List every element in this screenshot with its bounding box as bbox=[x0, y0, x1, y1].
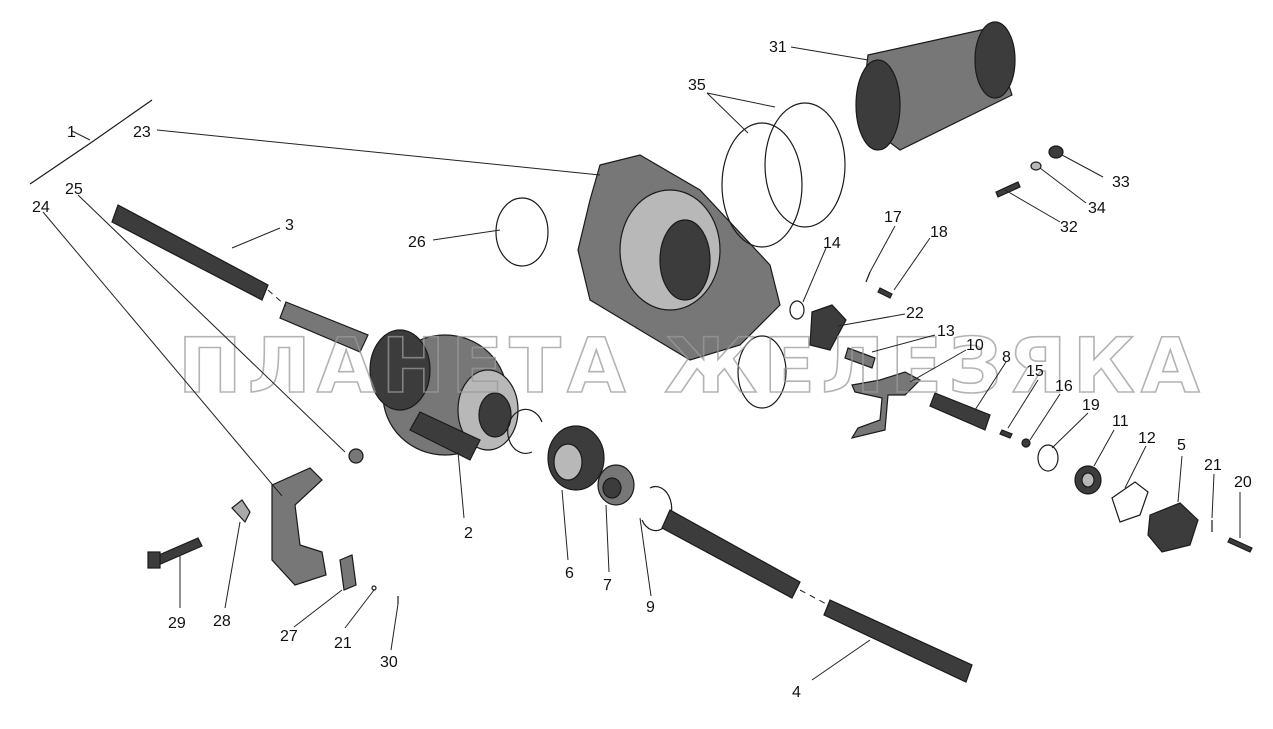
part-21-pin-left bbox=[371, 585, 377, 591]
callout-16: 16 bbox=[1055, 378, 1073, 395]
callout-21-right: 21 bbox=[1204, 457, 1222, 474]
part-13-spring bbox=[844, 347, 876, 369]
part-5-cover bbox=[1147, 502, 1199, 553]
callout-19: 19 bbox=[1082, 397, 1100, 414]
callout-1: 1 bbox=[67, 124, 76, 141]
part-9-snap-ring-left bbox=[507, 408, 543, 454]
part-24-bearing-cap bbox=[271, 467, 327, 586]
part-23-housing bbox=[577, 154, 781, 361]
callout-3: 3 bbox=[285, 217, 294, 234]
callout-17: 17 bbox=[884, 209, 902, 226]
callout-21-left: 21 bbox=[334, 635, 352, 652]
watermark-text: ПЛАНЕТА ЖЕЛЕЗЯКА bbox=[178, 321, 1206, 410]
callout-14: 14 bbox=[823, 235, 841, 252]
callout-15: 15 bbox=[1026, 363, 1044, 380]
part-12-gasket bbox=[1111, 481, 1149, 523]
callout-23: 23 bbox=[133, 124, 151, 141]
callout-30: 30 bbox=[380, 654, 398, 671]
part-2-differential-carrier bbox=[369, 329, 519, 461]
callout-11: 11 bbox=[1112, 413, 1129, 430]
callout-6: 6 bbox=[565, 565, 574, 582]
part-16-ball bbox=[1021, 438, 1031, 448]
callout-2: 2 bbox=[464, 525, 473, 542]
part-14-o-ring bbox=[789, 300, 805, 320]
part-10-shift-fork bbox=[850, 371, 921, 439]
part-32-pin bbox=[995, 181, 1021, 198]
part-26-seal-ring bbox=[495, 197, 549, 267]
callout-13: 13 bbox=[937, 323, 955, 340]
callout-26: 26 bbox=[408, 234, 426, 251]
callout-7: 7 bbox=[603, 577, 612, 594]
part-7-bearing bbox=[597, 464, 635, 506]
part-1-rod bbox=[29, 99, 153, 185]
part-4-half-shaft bbox=[661, 509, 973, 683]
callout-32: 32 bbox=[1060, 219, 1078, 236]
callout-29: 29 bbox=[168, 615, 186, 632]
part-6-bearing-ring bbox=[547, 425, 605, 491]
part-34-washer bbox=[1030, 161, 1042, 171]
callout-24: 24 bbox=[32, 199, 50, 216]
part-35-gaskets bbox=[721, 102, 846, 248]
callout-18: 18 bbox=[930, 224, 948, 241]
part-11-bearing bbox=[1074, 465, 1102, 495]
callout-9: 9 bbox=[646, 599, 655, 616]
part-20-bolt bbox=[1227, 537, 1253, 553]
part-28-lock-plate bbox=[231, 499, 251, 524]
callout-22: 22 bbox=[906, 305, 924, 322]
part-8-shift-rod bbox=[929, 392, 991, 431]
callout-25: 25 bbox=[65, 181, 83, 198]
part-17-pin bbox=[865, 271, 871, 283]
callout-28: 28 bbox=[213, 613, 231, 630]
callout-8: 8 bbox=[1002, 349, 1011, 366]
part-18-bolt bbox=[877, 287, 893, 299]
callout-27: 27 bbox=[280, 628, 298, 645]
leader-lines bbox=[42, 46, 1241, 681]
callout-10: 10 bbox=[966, 337, 984, 354]
part-15-pin bbox=[999, 429, 1013, 439]
part-22-bracket bbox=[809, 304, 847, 351]
callout-34: 34 bbox=[1088, 200, 1106, 217]
part-29-bolt bbox=[147, 537, 203, 569]
callout-20: 20 bbox=[1234, 474, 1252, 491]
callouts: 1 2 3 4 5 6 7 8 9 10 11 12 13 14 15 16 1… bbox=[32, 39, 1252, 701]
part-housing-lower-gasket bbox=[737, 335, 787, 409]
part-25-ball bbox=[348, 448, 364, 464]
callout-4: 4 bbox=[792, 684, 801, 701]
part-33-nut bbox=[1048, 145, 1064, 159]
callout-33: 33 bbox=[1112, 174, 1130, 191]
part-19-ring bbox=[1037, 444, 1059, 472]
part-3-half-shaft bbox=[111, 204, 369, 353]
callout-31: 31 bbox=[769, 39, 787, 56]
part-31-pinion-housing bbox=[855, 21, 1016, 151]
callout-5: 5 bbox=[1177, 437, 1186, 454]
callout-35: 35 bbox=[688, 77, 706, 94]
part-27-lock bbox=[339, 554, 357, 591]
callout-12: 12 bbox=[1138, 430, 1156, 447]
